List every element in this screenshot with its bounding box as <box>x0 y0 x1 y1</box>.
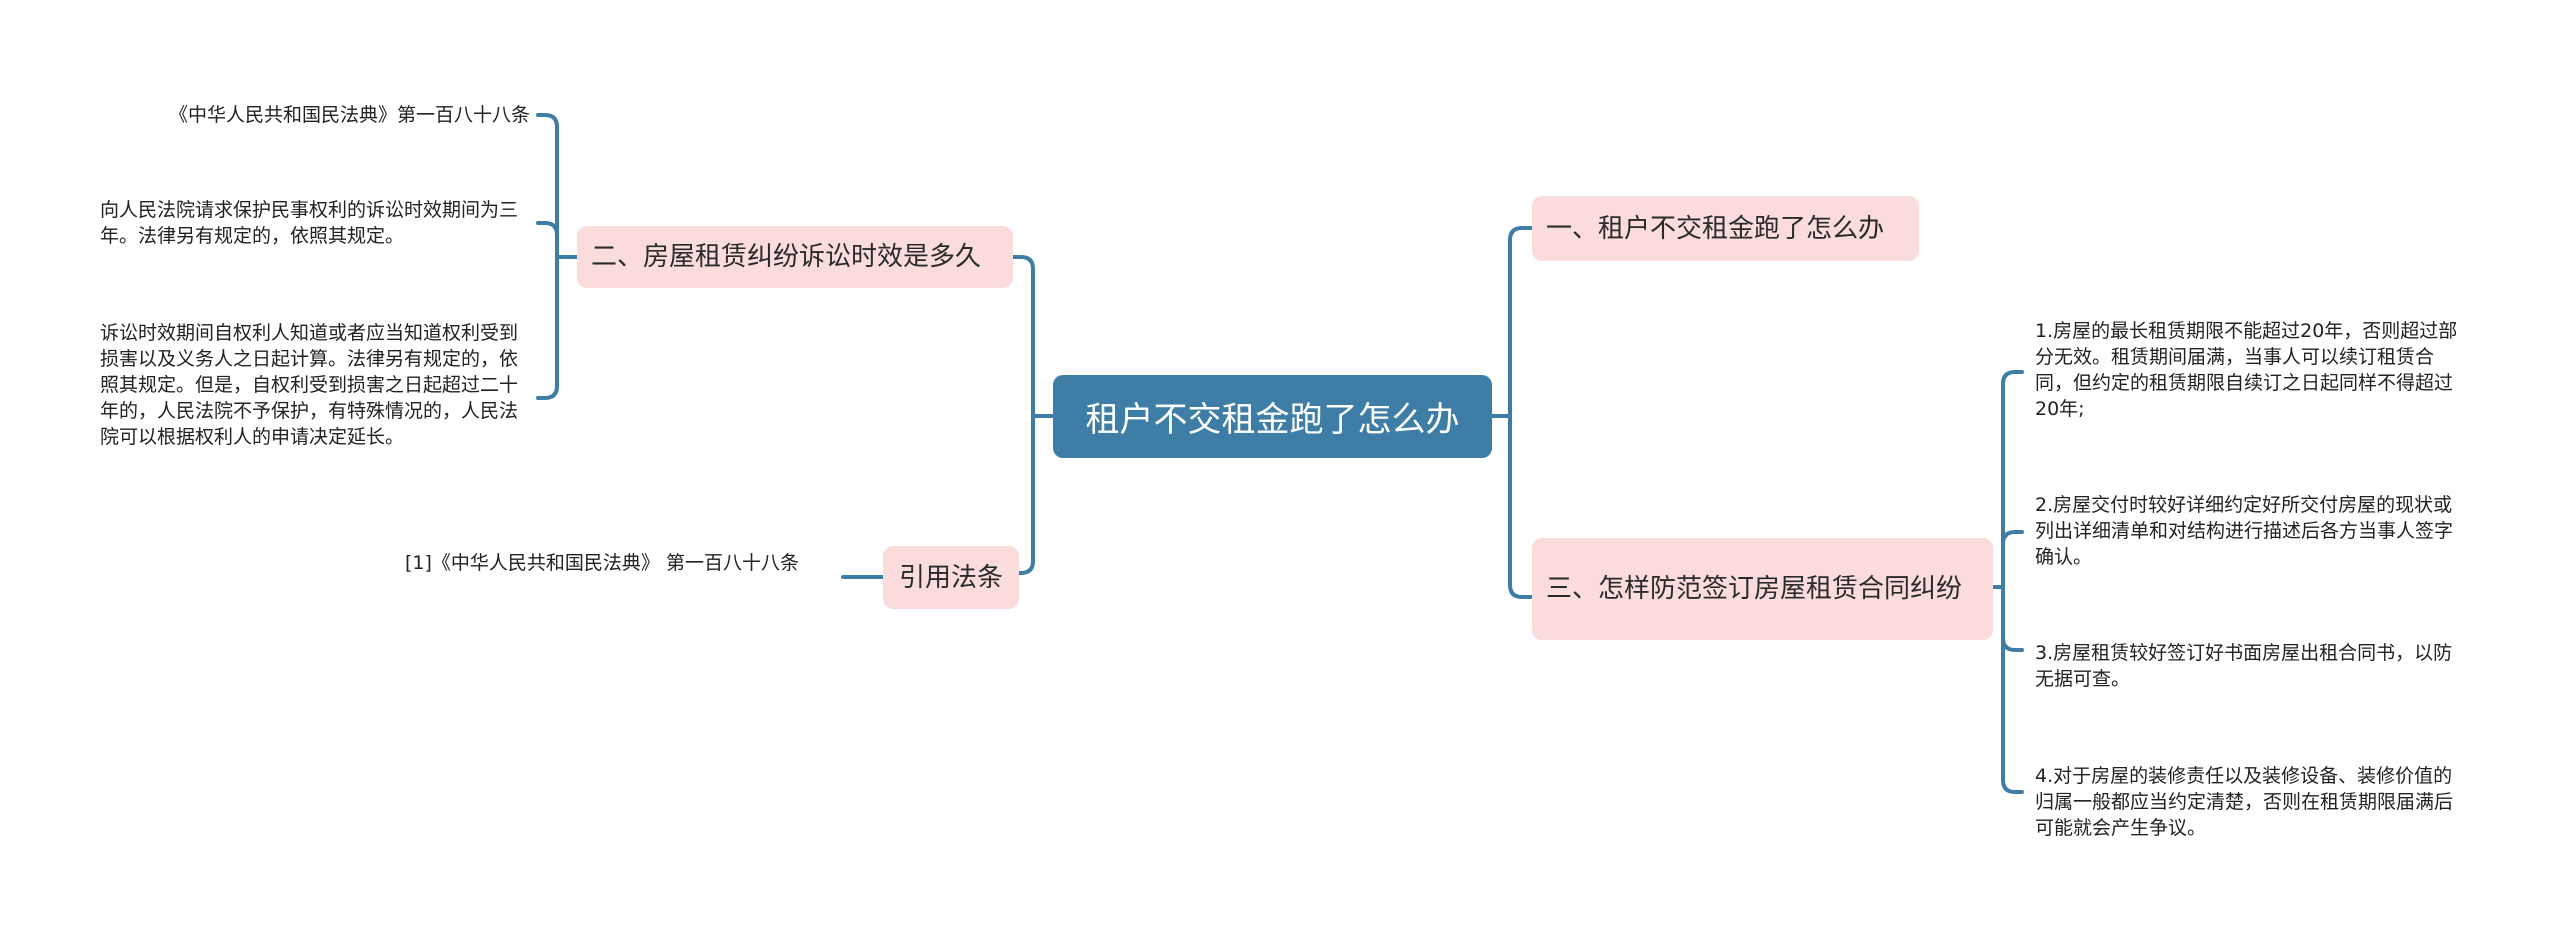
leaf-period-calculation: 诉讼时效期间自权利人知道或者应当知道权利受到损害以及义务人之日起计算。法律另有规… <box>100 322 519 448</box>
leaf-three-year-period: 向人民法院请求保护民事权利的诉讼时效期间为三年。法律另有规定的，依照其规定。 <box>100 199 519 247</box>
topic-cited-law[interactable]: 引用法条 <box>883 546 1019 609</box>
leaf-item-4: 4.对于房屋的装修责任以及装修设备、装修价值的归属一般都应当约定清楚，否则在租赁… <box>2035 765 2454 839</box>
root-node[interactable]: 租户不交租金跑了怎么办 <box>1053 375 1492 458</box>
leaf-reference-civil-code: [1]《中华人民共和国民法典》 第一百八十八条 <box>405 552 799 574</box>
topic-label: 二、房屋租赁纠纷诉讼时效是多久 <box>591 242 982 272</box>
topic-prevent-disputes[interactable]: 三、怎样防范签订房屋租赁合同纠纷 <box>1532 538 1993 640</box>
leaf-civil-code-article: 《中华人民共和国民法典》第一百八十八条 <box>168 104 530 126</box>
topic-label: 三、怎样防范签订房屋租赁合同纠纷 <box>1546 574 1963 604</box>
leaf-item-2: 2.房屋交付时较好详细约定好所交付房屋的现状或列出详细清单和对结构进行描述后各方… <box>2035 494 2454 568</box>
topic-litigation-period[interactable]: 二、房屋租赁纠纷诉讼时效是多久 <box>577 226 1013 288</box>
leaf-item-3: 3.房屋租赁较好签订好书面房屋出租合同书，以防无据可查。 <box>2035 642 2453 690</box>
topic-label: 一、租户不交租金跑了怎么办 <box>1546 213 1885 244</box>
leaf-item-1: 1.房屋的最长租赁期限不能超过20年，否则超过部分无效。租赁期间届满，当事人可以… <box>2035 320 2458 420</box>
topic-label: 引用法条 <box>898 562 1003 593</box>
root-label: 租户不交租金跑了怎么办 <box>1085 400 1460 440</box>
topic-tenant-fled[interactable]: 一、租户不交租金跑了怎么办 <box>1532 196 1919 261</box>
